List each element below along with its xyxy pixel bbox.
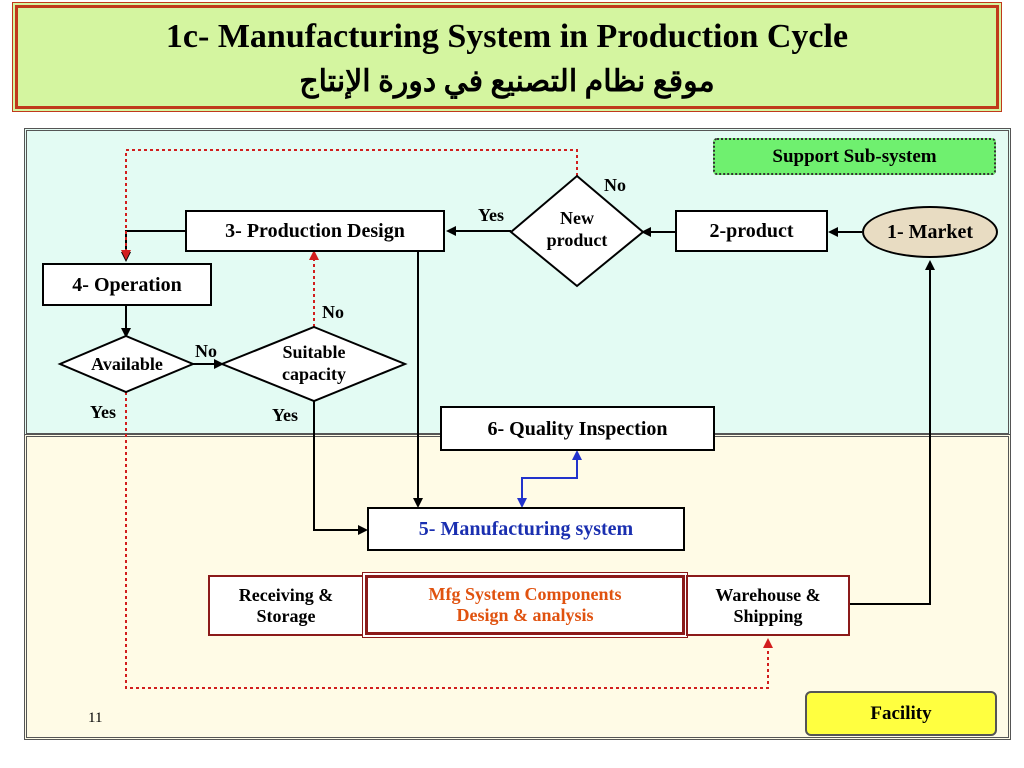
suitable-capacity-line-2: capacity [282,363,346,384]
warehouse-shipping-line-1: Warehouse & [715,584,821,605]
node-market: 1- Market [862,206,998,258]
label-no-available: No [195,341,217,361]
diamond-available [57,334,196,394]
diamond-new-product [509,174,645,288]
receiving-storage-line-2: Storage [256,605,316,626]
edge-newproduct-no-operation [121,149,578,260]
new-product-line-2: product [546,229,608,250]
node-mfg-components: Mfg System Components Design & analysis [362,572,688,638]
page-number: 11 [88,710,103,726]
label-no-new-product: No [604,175,626,195]
support-subsystem-area [24,128,1011,436]
node-operation: 4- Operation [42,263,212,306]
node-new-product: New product [530,208,624,251]
node-suitable-capacity: Suitable capacity [254,342,374,385]
node-quality-inspection: 6- Quality Inspection [440,406,715,451]
node-available: Available [91,354,163,374]
title-english: 1c- Manufacturing System in Production C… [165,18,849,55]
label-yes-available: Yes [90,402,116,422]
new-product-line-1: New [560,208,594,228]
facility-tag: Facility [805,691,997,736]
support-subsystem-tag: Support Sub-system [713,138,996,175]
node-manufacturing-system: 5- Manufacturing system [367,507,685,551]
edge-design-operation [121,230,185,262]
warehouse-shipping-line-2: Shipping [733,605,803,626]
node-receiving-storage: Receiving & Storage [208,575,364,636]
mfg-components-line-2: Design & analysis [456,605,594,625]
edge-manufacturing-quality [517,450,582,508]
diamond-suitable-capacity [219,325,408,403]
title-banner: 1c- Manufacturing System in Production C… [12,2,1002,112]
node-production-design: 3- Production Design [185,210,445,252]
label-no-suitable: No [322,302,344,322]
edge-warehouse-market [850,260,935,605]
receiving-storage-line-1: Receiving & [238,584,334,605]
edge-available-yes-warehouse [125,392,773,689]
node-warehouse-shipping: Warehouse & Shipping [686,575,850,636]
title-arabic: موقع نظام التصنيع في دورة الإنتاج [299,65,715,98]
edge-suitable-yes-manufacturing [313,401,368,535]
mfg-components-line-1: Mfg System Components [428,584,622,605]
label-yes-suitable: Yes [272,405,298,425]
suitable-capacity-line-1: Suitable [282,342,346,362]
node-product: 2-product [675,210,828,252]
label-yes-new-product: Yes [478,205,504,225]
